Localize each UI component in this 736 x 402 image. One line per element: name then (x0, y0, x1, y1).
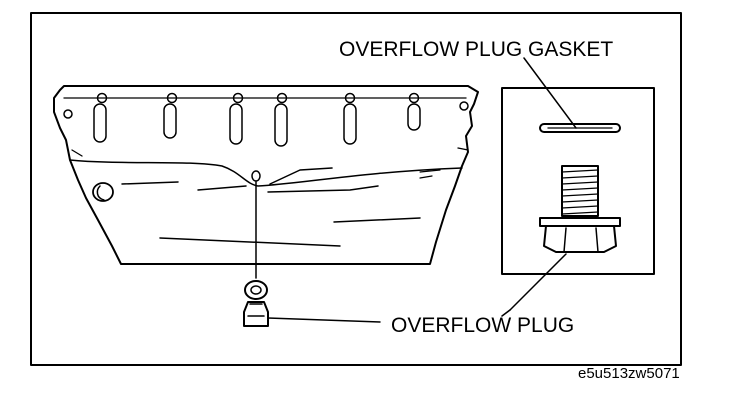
detail-inset-box (501, 87, 655, 275)
plug-detail-leader-line (509, 253, 567, 311)
small-gasket (244, 280, 268, 300)
pan-rib (163, 103, 177, 139)
bolt-hole (459, 101, 469, 111)
bolt-hole (232, 92, 244, 104)
gasket-label: OVERFLOW PLUG GASKET (339, 38, 613, 61)
gasket-leader-line (523, 57, 577, 129)
plug-detail (539, 165, 621, 253)
pan-rib (343, 103, 357, 145)
pan-rib (274, 103, 288, 147)
figure-code: e5u513zw5071 (578, 365, 680, 382)
bolt-hole (344, 92, 356, 104)
small-plug (243, 301, 269, 327)
bolt-hole (96, 92, 108, 104)
oil-pan-outline (53, 85, 479, 265)
pan-ribs (93, 103, 421, 147)
gasket-detail (539, 123, 621, 133)
bolt-hole (276, 92, 288, 104)
pan-rib (407, 103, 421, 131)
bolt-hole (408, 92, 420, 104)
flange-bolt-holes (63, 92, 469, 119)
overflow-hole (251, 170, 261, 182)
drain-boss (92, 182, 114, 202)
pan-rib (93, 103, 107, 143)
plug-label: OVERFLOW PLUG (391, 314, 574, 337)
oil-pan-illustration (53, 85, 479, 265)
bolt-hole (63, 109, 73, 119)
plug-leader-line (267, 317, 381, 323)
bolt-hole (166, 92, 178, 104)
diagram-frame (30, 12, 682, 366)
pan-rib (229, 103, 243, 145)
